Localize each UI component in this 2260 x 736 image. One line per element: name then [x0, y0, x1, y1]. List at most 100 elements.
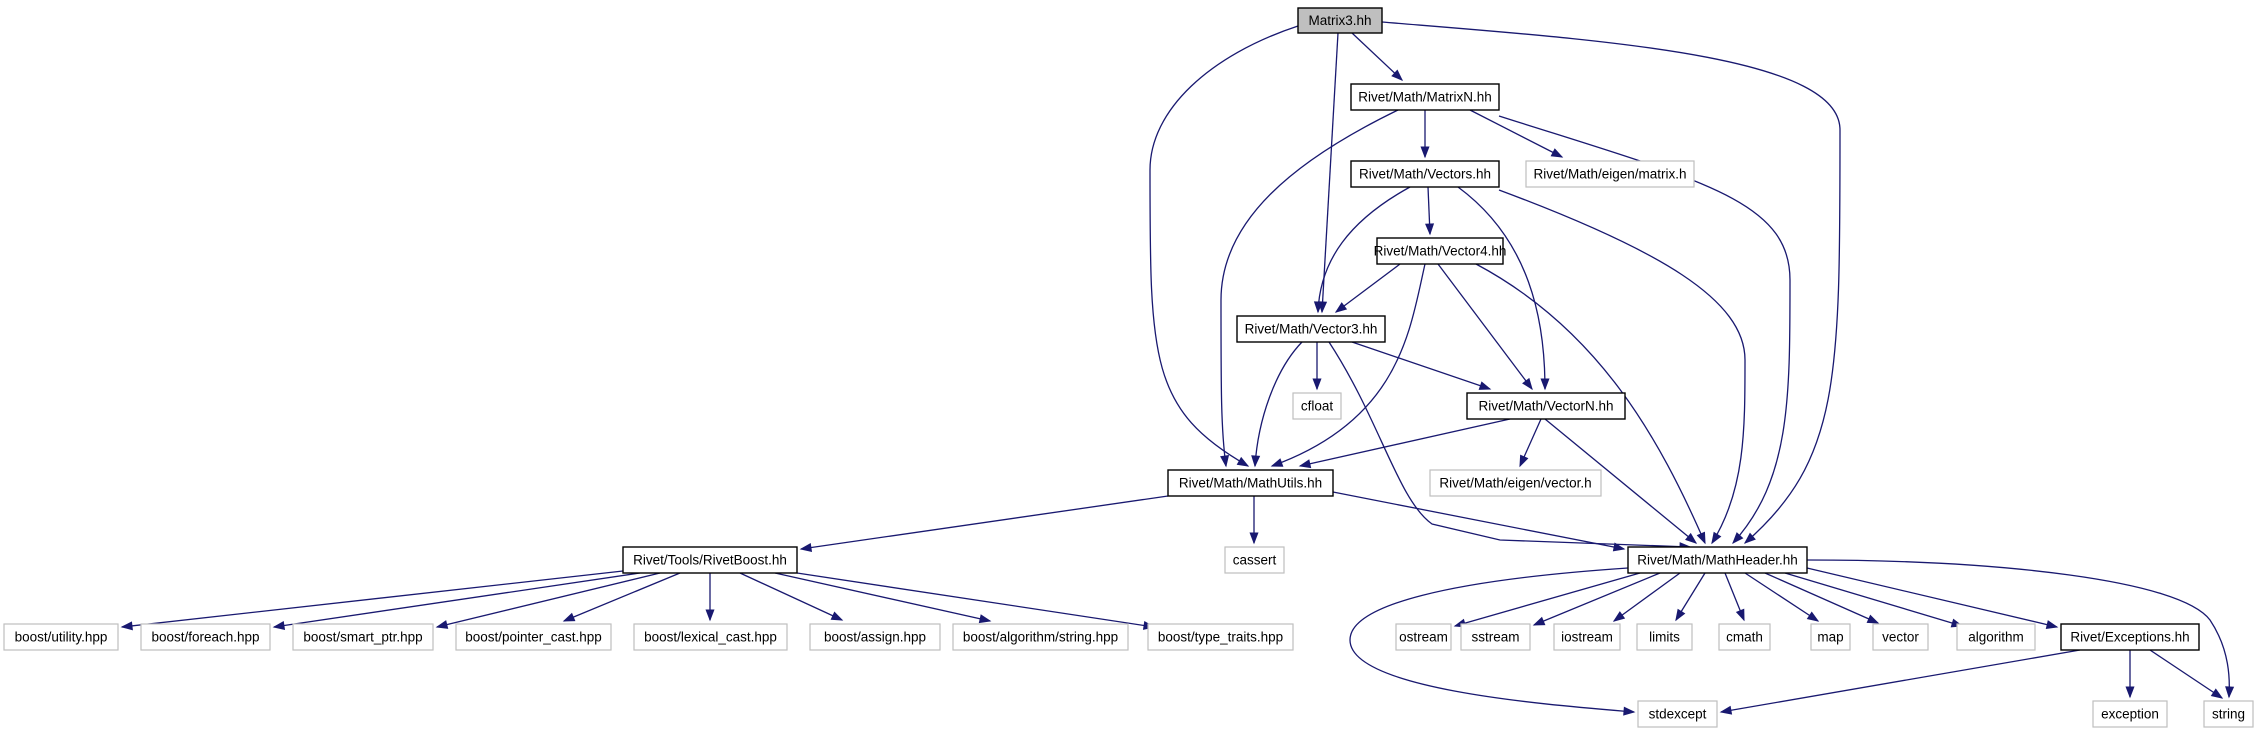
node-vector3[interactable]: Rivet/Math/Vector3.hh	[1236, 315, 1386, 343]
node-box[interactable]	[2060, 623, 2200, 651]
node-cmath: cmath	[1718, 623, 1771, 651]
node-label: boost/pointer_cast.hpp	[465, 630, 602, 645]
node-box	[1147, 623, 1294, 651]
node-label: Rivet/Math/Vectors.hh	[1359, 167, 1491, 182]
node-label: Rivet/Math/Vector3.hh	[1245, 322, 1378, 337]
edge-mathutils-to-rivetboost-line	[800, 495, 1169, 550]
edge-mathutils-to-rivetboost-arrowhead	[799, 543, 813, 552]
edge-mathheader-to-stdexcept	[1349, 567, 1636, 716]
edge-rivetboost-to-boost_utility-arrowhead	[120, 621, 133, 631]
edge-vector4-to-vector3-arrowhead	[1334, 302, 1348, 313]
node-box[interactable]	[1297, 7, 1383, 34]
node-box[interactable]	[1627, 546, 1808, 574]
node-limits: limits	[1636, 623, 1693, 651]
node-map: map	[1810, 623, 1851, 651]
node-matrix3[interactable]: Matrix3.hh	[1297, 7, 1383, 34]
edge-mathheader-to-stdexcept-arrowhead	[1623, 706, 1636, 716]
node-boost-utility: boost/utility.hpp	[3, 623, 119, 651]
node-box[interactable]	[1350, 83, 1500, 111]
node-label: cassert	[1233, 553, 1277, 568]
edge-exceptions-to-string-line	[2149, 649, 2223, 699]
node-label: boost/lexical_cast.hpp	[644, 630, 777, 645]
edge-vectorn-to-mathutils	[1298, 418, 1511, 469]
edge-vectorn-to-mathutils-arrowhead	[1298, 459, 1312, 469]
edge-matrix3-to-vector3	[1318, 32, 1339, 314]
edge-vector4-to-vectorn	[1437, 263, 1533, 391]
node-box	[633, 623, 788, 651]
edge-mathutils-to-cassert-arrowhead	[1249, 532, 1259, 545]
node-exceptions[interactable]: Rivet/Exceptions.hh	[2060, 623, 2200, 651]
node-box	[1553, 623, 1621, 651]
edge-rivetboost-to-boost_pointercast-arrowhead	[562, 612, 576, 622]
node-string: string	[2203, 700, 2254, 728]
edge-mathheader-to-iostream	[1612, 572, 1681, 622]
edge-mathheader-to-sstream-line	[1533, 572, 1661, 626]
edge-matrix3-to-mathutils	[1149, 25, 1299, 467]
node-box[interactable]	[1236, 315, 1386, 343]
edge-mathheader-to-iostream-line	[1613, 572, 1681, 622]
node-box[interactable]	[1376, 237, 1504, 265]
edge-rivetboost-to-boost_lexicalcast-arrowhead	[705, 609, 715, 622]
edge-vectors-to-vectorn-arrowhead	[1540, 378, 1550, 391]
edge-vector3-to-mathutils-arrowhead	[1251, 455, 1261, 468]
edge-matrixn-to-eigen_matrix	[1469, 109, 1564, 158]
node-mathheader[interactable]: Rivet/Math/MathHeader.hh	[1627, 546, 1808, 574]
node-label: Rivet/Exceptions.hh	[2070, 630, 2189, 645]
node-matrixn[interactable]: Rivet/Math/MatrixN.hh	[1350, 83, 1500, 111]
edge-exceptions-to-string-arrowhead	[2210, 688, 2224, 699]
edge-vector4-to-mathheader-arrowhead	[1696, 531, 1706, 545]
node-box	[1224, 546, 1285, 574]
node-rivetboost[interactable]: Rivet/Tools/RivetBoost.hh	[622, 546, 798, 574]
edge-matrixn-to-eigen_matrix-line	[1469, 109, 1563, 158]
node-label: exception	[2101, 707, 2159, 722]
node-vector4[interactable]: Rivet/Math/Vector4.hh	[1374, 237, 1507, 265]
edge-rivetboost-to-boost_assign	[739, 572, 844, 621]
edge-matrix3-to-mathutils-line	[1149, 25, 1299, 467]
edge-vector3-to-vectorn-arrowhead	[1478, 381, 1492, 390]
edge-vector3-to-mathutils-line	[1254, 341, 1303, 467]
node-box	[1460, 623, 1531, 651]
node-eigen-vector: Rivet/Math/eigen/vector.h	[1429, 469, 1602, 497]
node-mathutils[interactable]: Rivet/Math/MathUtils.hh	[1167, 469, 1334, 497]
edge-rivetboost-to-boost_smartptr-line	[436, 572, 661, 628]
node-vectors[interactable]: Rivet/Math/Vectors.hh	[1350, 160, 1500, 188]
edge-vectors-to-mathheader-line	[1498, 189, 1746, 544]
node-label: limits	[1649, 630, 1680, 645]
node-cfloat: cfloat	[1292, 392, 1342, 420]
edge-rivetboost-to-boost_foreach-arrowhead	[272, 620, 286, 630]
edge-vectors-to-vectorn	[1457, 186, 1550, 391]
edge-vector4-to-vectorn-arrowhead	[1522, 377, 1533, 391]
edge-mathheader-to-string	[1806, 559, 2235, 699]
edge-matrixn-to-vectors-arrowhead	[1420, 146, 1430, 159]
node-cassert: cassert	[1224, 546, 1285, 574]
node-algorithm: algorithm	[1956, 623, 2036, 651]
node-vectorn[interactable]: Rivet/Math/VectorN.hh	[1466, 392, 1626, 420]
node-box[interactable]	[622, 546, 798, 574]
node-box[interactable]	[1167, 469, 1334, 497]
edge-matrixn-to-mathheader-arrowhead	[1732, 532, 1744, 545]
node-box[interactable]	[1466, 392, 1626, 420]
edge-rivetboost-to-boost_typetraits	[796, 572, 1156, 630]
node-box	[1525, 160, 1695, 188]
edge-mathheader-to-vector-arrowhead	[1866, 614, 1880, 624]
edge-rivetboost-to-boost_algostring-line	[774, 572, 991, 622]
node-box	[3, 623, 119, 651]
edge-vectors-to-vector4	[1425, 186, 1435, 236]
edge-matrixn-to-eigen_matrix-arrowhead	[1550, 148, 1564, 158]
edge-vectorn-to-mathheader-arrowhead	[1685, 532, 1698, 544]
edge-vector3-to-cfloat-arrowhead	[1312, 378, 1322, 391]
edge-vector3-to-cfloat	[1312, 342, 1322, 391]
edge-vectors-to-mathheader-arrowhead	[1711, 531, 1722, 545]
node-label: Rivet/Math/Vector4.hh	[1374, 244, 1507, 259]
node-box	[292, 623, 434, 651]
edge-vector3-to-mathutils	[1251, 341, 1303, 468]
edge-exceptions-to-stdexcept	[1719, 649, 2081, 715]
edge-mathheader-to-algorithm-line	[1784, 572, 1963, 627]
edge-vector4-to-vector3	[1334, 263, 1401, 313]
edge-mathheader-to-iostream-arrowhead	[1612, 611, 1626, 622]
edge-mathheader-to-map	[1744, 572, 1820, 622]
node-label: sstream	[1471, 630, 1519, 645]
node-box[interactable]	[1350, 160, 1500, 188]
edge-vector3-to-vectorn-line	[1351, 341, 1491, 390]
